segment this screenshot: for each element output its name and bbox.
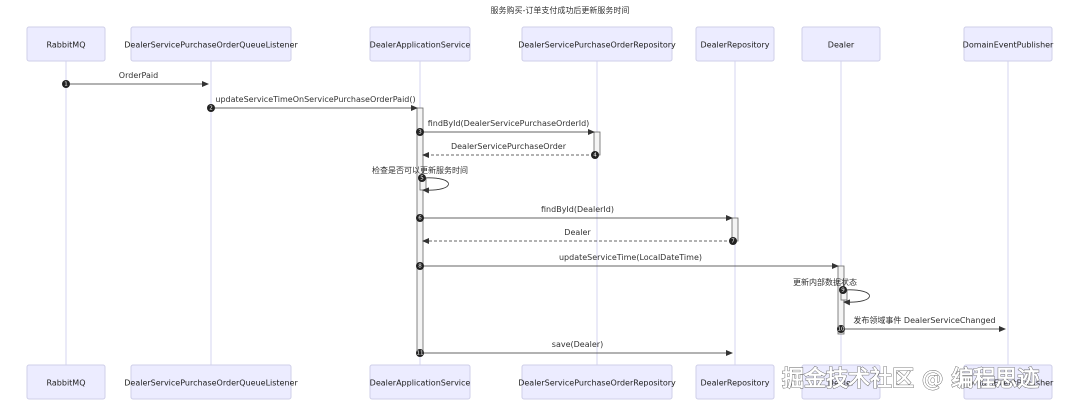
sequence-number-badge [207, 104, 215, 112]
participant-app-bottom: DealerApplicationService [369, 364, 471, 400]
participant-lst-bottom: DealerServicePurchaseOrderQueueListener [124, 364, 298, 400]
sequence-number: 6 [418, 215, 422, 221]
participant-label: DealerServicePurchaseOrderRepository [518, 41, 676, 50]
sequence-number: 8 [418, 263, 422, 269]
participants-bottom: RabbitMQ DealerServicePurchaseOrderQueueL… [26, 364, 1054, 400]
sequence-number: 5 [420, 175, 424, 181]
sequence-number: 7 [731, 238, 735, 244]
participant-label: RabbitMQ [47, 41, 86, 50]
participant-box [26, 364, 106, 400]
watermark: 掘金技术社区 @ 编程思迹 [782, 366, 1039, 392]
participant-box [130, 364, 292, 400]
message-8: updateServiceTime(LocalDateTime) 8 [416, 253, 839, 270]
participant-dealer-bottom: Dealer [801, 364, 881, 400]
message-11: save(Dealer) 11 [416, 340, 733, 357]
participant-repo-bottom: DealerServicePurchaseOrderRepository [518, 364, 676, 400]
message-7: Dealer 7 [422, 228, 737, 245]
participant-box [369, 26, 471, 62]
participant-rmq-bottom: RabbitMQ [26, 364, 106, 400]
participant-dealer-top: Dealer [801, 26, 881, 62]
sequence-number-badge [837, 325, 845, 333]
sequence-number: 4 [593, 152, 597, 158]
message-2: updateServiceTimeOnServicePurchaseOrderP… [207, 95, 418, 112]
sequence-number: 9 [841, 287, 845, 293]
participant-label: Dealer [828, 379, 855, 388]
participant-box [963, 364, 1053, 400]
sequence-number: 11 [417, 350, 424, 356]
sequence-number: 3 [418, 129, 422, 135]
message-label: 发布领域事件 DealerServiceChanged [853, 315, 995, 325]
sequence-number-badge [416, 349, 424, 357]
participant-lst-top: DealerServicePurchaseOrderQueueListener [124, 26, 298, 62]
sequence-number-badge [591, 151, 599, 159]
participant-pub-bottom: DomainEventPublisher [963, 364, 1054, 400]
message-6: findById(DealerId) 6 [416, 205, 733, 222]
participant-repo-top: DealerServicePurchaseOrderRepository [518, 26, 676, 62]
participant-box [130, 26, 292, 62]
message-label: 检查是否可以更新服务时间 [372, 165, 468, 175]
message-label: findById(DealerServicePurchaseOrderId) [428, 119, 590, 128]
message-label: DealerServicePurchaseOrder [451, 142, 567, 151]
sequence-number-badge [416, 128, 424, 136]
participant-box [521, 26, 673, 62]
sequence-number-badge [416, 214, 424, 222]
diagram-title: 服务购买-订单支付成功后更新服务时间 [491, 5, 630, 15]
participant-label: DomainEventPublisher [963, 41, 1054, 50]
sequence-number: 10 [838, 326, 845, 332]
message-label: OrderPaid [119, 71, 158, 80]
participant-box [801, 364, 881, 400]
sequence-number-badge [62, 80, 70, 88]
message-label: updateServiceTimeOnServicePurchaseOrderP… [215, 95, 415, 104]
message-label: Dealer [564, 228, 591, 237]
participant-label: DealerApplicationService [370, 379, 471, 388]
sequence-number: 1 [64, 81, 68, 87]
message-1: OrderPaid 1 [62, 71, 209, 88]
participant-box [369, 364, 471, 400]
participant-app-top: DealerApplicationService [369, 26, 471, 62]
participant-box [801, 26, 881, 62]
participants-top: RabbitMQ DealerServicePurchaseOrderQueueL… [26, 26, 1054, 62]
message-arrow [843, 289, 870, 306]
activation-bar-app [416, 107, 424, 354]
participant-label: DealerServicePurchaseOrderQueueListener [124, 379, 298, 388]
participant-label: DealerRepository [701, 379, 770, 388]
participant-box [26, 26, 106, 62]
message-label: save(Dealer) [552, 340, 603, 349]
sequence-number-badge [416, 262, 424, 270]
participant-rmq-top: RabbitMQ [26, 26, 106, 62]
message-3: findById(DealerServicePurchaseOrderId) 3 [416, 119, 595, 136]
message-arrow [422, 177, 449, 194]
participant-label: RabbitMQ [47, 379, 86, 388]
participant-box [963, 26, 1053, 62]
participant-drepo-bottom: DealerRepository [695, 364, 775, 400]
participant-box [521, 364, 673, 400]
participant-box [695, 26, 775, 62]
message-10: 发布领域事件 DealerServiceChanged 10 [837, 315, 1006, 333]
sequence-number: 2 [209, 105, 213, 111]
participant-box [695, 364, 775, 400]
participant-label: DealerServicePurchaseOrderQueueListener [124, 41, 298, 50]
message-4: DealerServicePurchaseOrder 4 [422, 142, 599, 159]
message-label: updateServiceTime(LocalDateTime) [559, 253, 702, 262]
participant-label: Dealer [828, 41, 855, 50]
participant-label: DealerApplicationService [370, 41, 471, 50]
messages: OrderPaid 1 updateServiceTimeOnServicePurc… [62, 71, 1006, 357]
participant-pub-top: DomainEventPublisher [963, 26, 1054, 62]
message-label: 更新内部数据状态 [793, 277, 857, 287]
message-label: findById(DealerId) [541, 205, 614, 214]
sequence-number-badge [418, 174, 426, 182]
participant-drepo-top: DealerRepository [695, 26, 775, 62]
participant-label: DealerRepository [701, 41, 770, 50]
sequence-number-badge [839, 286, 847, 294]
participant-label: DealerServicePurchaseOrderRepository [518, 379, 676, 388]
participant-label: DomainEventPublisher [963, 379, 1054, 388]
sequence-number-badge [729, 237, 737, 245]
